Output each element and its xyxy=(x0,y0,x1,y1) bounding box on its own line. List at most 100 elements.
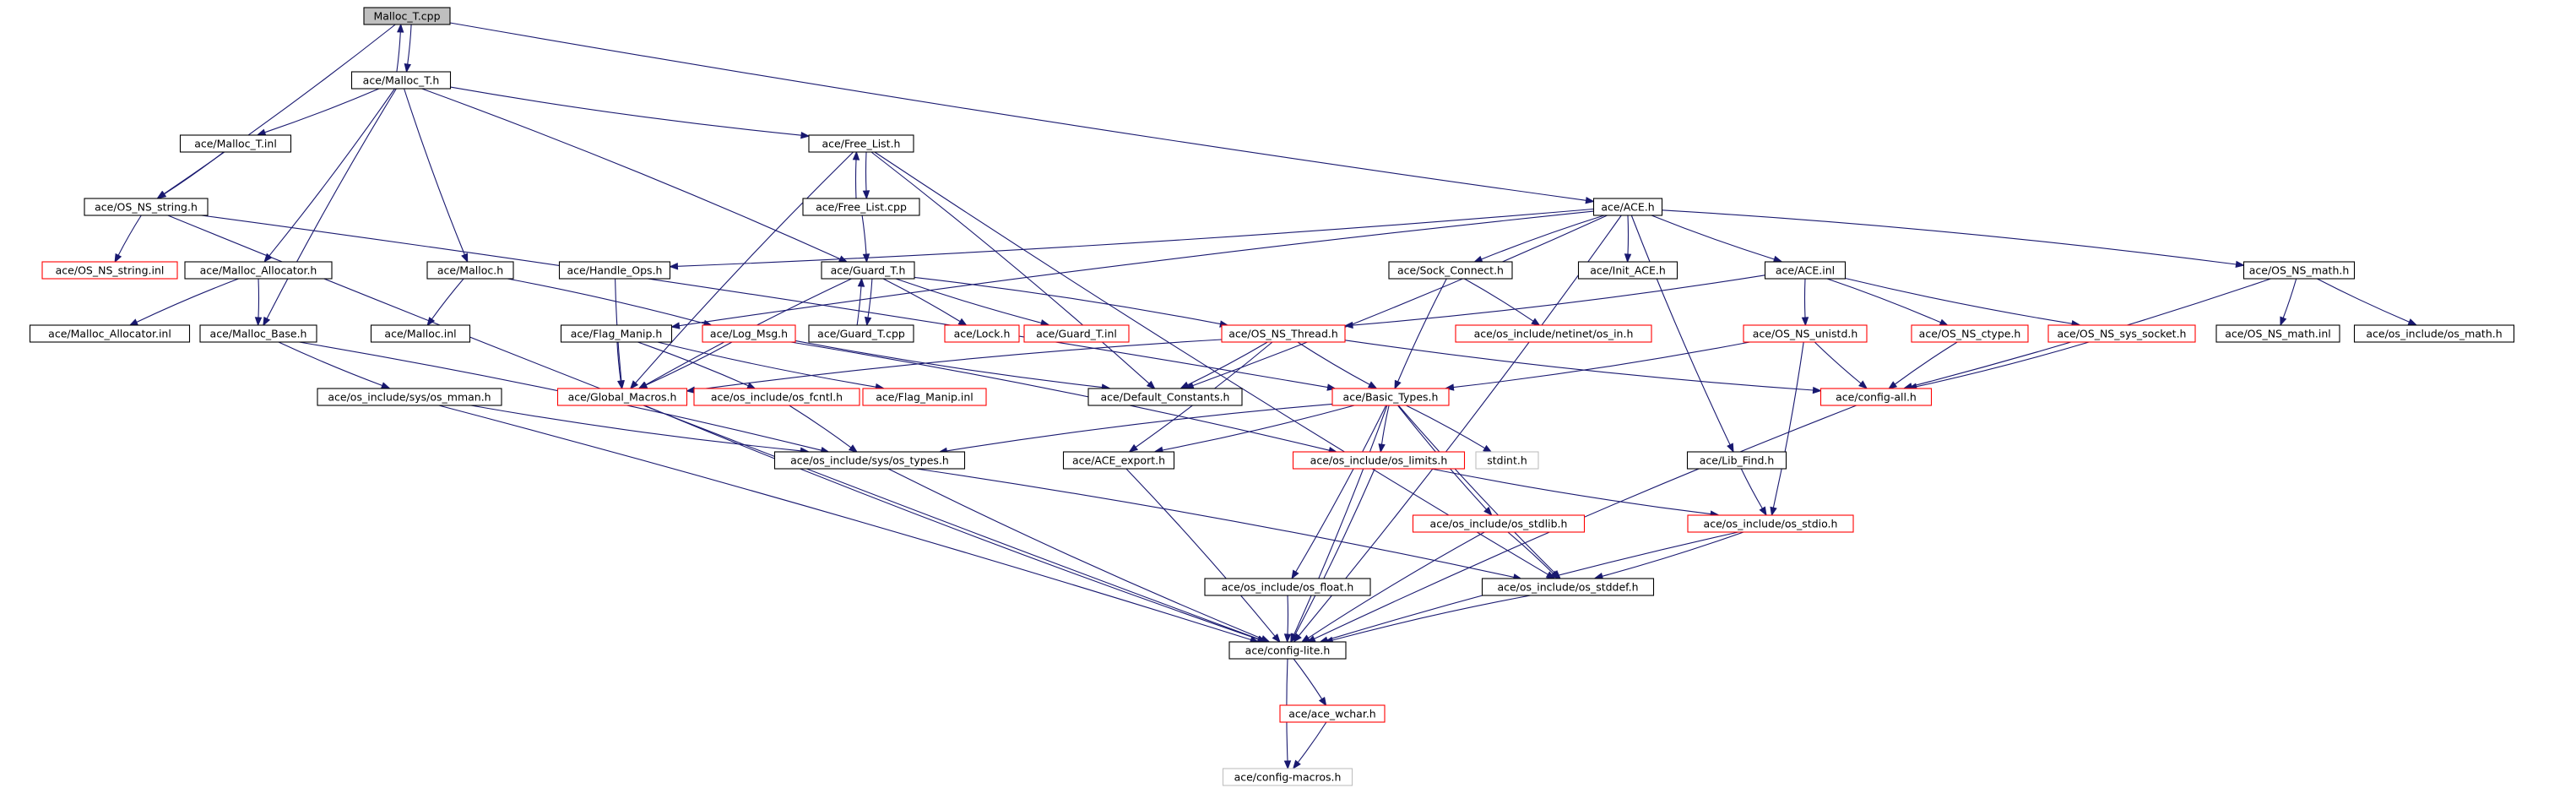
node-box xyxy=(1686,451,1787,470)
edge-ace_ace_h-to-ace_flag_manip_h xyxy=(679,210,1594,327)
node-ace_os_ns_ctype_h[interactable]: ace/OS_NS_ctype.h xyxy=(1911,324,2029,343)
node-ace_malloc_inl[interactable]: ace/Malloc.inl xyxy=(370,324,471,343)
node-box xyxy=(2047,324,2196,343)
arrowhead-ace_ace_h-to-ace_init_ace_h xyxy=(1624,253,1632,264)
node-ace_ace_export_h[interactable]: ace/ACE_export.h xyxy=(1062,451,1175,470)
node-ace_guard_t_cpp[interactable]: ace/Guard_T.cpp xyxy=(808,324,914,343)
edge-ace_os_ns_thread_h-to-ace_config_all_h xyxy=(1344,340,1814,391)
node-label: ace/Default_Constants.h xyxy=(1101,391,1230,404)
node-ace_handle_ops_h[interactable]: ace/Handle_Ops.h xyxy=(558,261,671,280)
node-ace_guard_t_h[interactable]: ace/Guard_T.h xyxy=(821,261,915,280)
edge-ace_guard_t_h-to-ace_lock_h xyxy=(882,278,961,323)
node-ace_config_all_h[interactable]: ace/config-all.h xyxy=(1819,388,1933,406)
node-ace_os_ns_thread_h[interactable]: ace/OS_NS_Thread.h xyxy=(1221,324,1346,343)
arrowhead-ace_os_ns_thread_h-to-ace_config_all_h xyxy=(1812,386,1822,394)
node-label: ace/Lock.h xyxy=(954,328,1011,340)
edge-ace_os_stdlib_h-to-ace_config_lite_h xyxy=(1308,531,1485,639)
node-ace_sys_os_types_h[interactable]: ace/os_include/sys/os_types.h xyxy=(773,451,966,470)
edge-ace_ace_wchar_h-to-ace_config_macros_h xyxy=(1297,721,1327,764)
node-label: ace/Guard_T.cpp xyxy=(817,328,905,340)
node-ace_os_ns_string_h[interactable]: ace/OS_NS_string.h xyxy=(84,198,209,216)
node-ace_ace_wchar_h[interactable]: ace/ace_wchar.h xyxy=(1279,704,1386,723)
node-ace_config_macros_h: ace/config-macros.h xyxy=(1222,768,1353,786)
edge-ace_basic_types_h-to-ace_ace_export_h xyxy=(1162,405,1355,451)
node-ace_lib_find_h[interactable]: ace/Lib_Find.h xyxy=(1686,451,1787,470)
edge-ace_ace_h-to-ace_config_lite_h xyxy=(1298,215,1622,637)
arrowhead-ace_os_ns_math_h-to-ace_os_ns_math_inl xyxy=(2280,316,2287,327)
node-box xyxy=(370,324,471,343)
edge-ace_ace_h-to-ace_os_ns_math_h xyxy=(1662,209,2237,265)
node-ace_os_stdio_h[interactable]: ace/os_include/os_stdio.h xyxy=(1687,514,1854,533)
node-ace_os_stdlib_h[interactable]: ace/os_include/os_stdlib.h xyxy=(1412,514,1586,533)
node-ace_free_list_cpp[interactable]: ace/Free_List.cpp xyxy=(802,198,920,216)
edge-ace_basic_types_h-to-ace_os_float_h xyxy=(1295,405,1387,573)
node-ace_config_lite_h[interactable]: ace/config-lite.h xyxy=(1228,641,1347,660)
arrowhead-ace_os_ns_string_h-to-ace_os_ns_string_inl xyxy=(114,253,122,264)
node-ace_netinet_in_h[interactable]: ace/os_include/netinet/os_in.h xyxy=(1455,324,1652,343)
node-ace_malloc_allocator_h[interactable]: ace/Malloc_Allocator.h xyxy=(184,261,333,280)
edge-ace_ace_inl-to-ace_os_ns_ctype_h xyxy=(1826,278,1941,323)
node-ace_flag_manip_h[interactable]: ace/Flag_Manip.h xyxy=(560,324,673,343)
edge-ace_os_ns_ctype_h-to-ace_config_all_h xyxy=(1894,341,1958,385)
node-ace_os_limits_h[interactable]: ace/os_include/os_limits.h xyxy=(1292,451,1466,470)
node-ace_ace_inl[interactable]: ace/ACE.inl xyxy=(1764,261,1847,280)
node-label: ace/os_include/os_math.h xyxy=(2366,328,2502,340)
node-ace_malloc_t_inl[interactable]: ace/Malloc_T.inl xyxy=(179,134,292,153)
node-ace_os_stddef_h[interactable]: ace/os_include/os_stddef.h xyxy=(1481,578,1655,596)
node-box xyxy=(1292,451,1466,470)
node-label: ace/Guard_T.h xyxy=(831,264,906,277)
node-ace_os_fcntl_h[interactable]: ace/os_include/os_fcntl.h xyxy=(693,388,860,406)
node-box xyxy=(693,388,860,406)
edge-ace_malloc_t_h-to-ace_free_list_h xyxy=(450,86,802,136)
edge-ace_os_ns_unistd_h-to-ace_os_stdio_h xyxy=(1772,341,1804,508)
node-ace_os_float_h[interactable]: ace/os_include/os_float.h xyxy=(1204,578,1371,596)
arrowhead-ace_malloc_t_inl-to-ace_os_ns_string_h xyxy=(156,191,167,199)
node-ace_log_msg_h[interactable]: ace/Log_Msg.h xyxy=(702,324,796,343)
edge-ace_os_ns_string_h-to-ace_basic_types_h xyxy=(201,215,1328,389)
node-ace_malloc_t_h[interactable]: ace/Malloc_T.h xyxy=(350,71,452,90)
node-ace_malloc_allocator_inl[interactable]: ace/Malloc_Allocator.inl xyxy=(29,324,191,343)
arrowhead-ace_ace_h-to-ace_lib_find_h xyxy=(1727,443,1734,454)
node-label: ace/Malloc_Allocator.inl xyxy=(48,328,171,340)
node-ace_lock_h[interactable]: ace/Lock.h xyxy=(944,324,1020,343)
arrowhead-ace_lib_find_h-to-ace_os_stdio_h xyxy=(1759,506,1767,516)
node-label: ace/Malloc_T.inl xyxy=(194,138,277,150)
edge-ace_sys_os_mman_h-to-ace_sys_os_types_h xyxy=(470,405,801,452)
node-ace_guard_t_inl[interactable]: ace/Guard_T.inl xyxy=(1023,324,1130,343)
node-ace_ace_h[interactable]: ace/ACE.h xyxy=(1592,198,1663,216)
node-label: ace/Basic_Types.h xyxy=(1343,391,1439,404)
edge-ace_os_ns_thread_h-to-ace_basic_types_h xyxy=(1297,341,1370,385)
node-ace_os_ns_sys_socket_h[interactable]: ace/OS_NS_sys_socket.h xyxy=(2047,324,2196,343)
node-label: ace/Free_List.cpp xyxy=(816,201,907,214)
node-ace_os_ns_unistd_h[interactable]: ace/OS_NS_unistd.h xyxy=(1743,324,1868,343)
node-ace_malloc_h[interactable]: ace/Malloc.h xyxy=(426,261,514,280)
node-ace_default_constants_h[interactable]: ace/Default_Constants.h xyxy=(1087,388,1243,406)
node-label: ace/Malloc_T.h xyxy=(363,74,440,87)
node-ace_global_macros_h[interactable]: ace/Global_Macros.h xyxy=(556,388,688,406)
arrowhead-ace_malloc_allocator_h-to-ace_malloc_base_h xyxy=(254,317,263,327)
node-ace_init_ace_h[interactable]: ace/Init_ACE.h xyxy=(1577,261,1678,280)
node-ace_free_list_h[interactable]: ace/Free_List.h xyxy=(808,134,914,153)
node-box xyxy=(350,71,452,90)
arrowhead-ace_os_fcntl_h-to-ace_sys_os_types_h xyxy=(848,444,859,454)
arrowhead-ace_os_stdlib_h-to-ace_os_stddef_h xyxy=(1550,570,1559,580)
arrowhead-ace_flag_manip_h-to-ace_global_macros_h xyxy=(617,380,625,390)
node-ace_malloc_base_h[interactable]: ace/Malloc_Base.h xyxy=(199,324,317,343)
arrowhead-ace_ace_h-to-ace_sock_connect_h xyxy=(1472,255,1483,263)
node-ace_os_ns_math_inl[interactable]: ace/OS_NS_math.inl xyxy=(2215,324,2340,343)
arrowhead-ace_ace_inl-to-ace_os_ns_thread_h xyxy=(1343,321,1353,329)
node-ace_basic_types_h[interactable]: ace/Basic_Types.h xyxy=(1331,388,1450,406)
node-ace_os_ns_math_h[interactable]: ace/OS_NS_math.h xyxy=(2242,261,2356,280)
node-malloc_t_cpp[interactable]: Malloc_T.cpp xyxy=(363,7,451,25)
edge-ace_os_ns_unistd_h-to-ace_config_all_h xyxy=(1814,341,1862,384)
edge-ace_free_list_cpp-to-ace_free_list_h xyxy=(854,159,857,199)
arrowhead-ace_ace_h-to-ace_handle_ops_h xyxy=(669,263,679,270)
node-box xyxy=(84,198,209,216)
node-ace_os_math_h[interactable]: ace/os_include/os_math.h xyxy=(2353,324,2515,343)
node-ace_os_ns_string_inl[interactable]: ace/OS_NS_string.inl xyxy=(41,261,178,280)
node-ace_flag_manip_inl[interactable]: ace/Flag_Manip.inl xyxy=(862,388,987,406)
node-ace_sock_connect_h[interactable]: ace/Sock_Connect.h xyxy=(1388,261,1513,280)
node-box xyxy=(2242,261,2356,280)
arrowhead-ace_free_list_h-to-ace_global_macros_h xyxy=(629,380,639,390)
node-ace_sys_os_mman_h[interactable]: ace/os_include/sys/os_mman.h xyxy=(317,388,502,406)
